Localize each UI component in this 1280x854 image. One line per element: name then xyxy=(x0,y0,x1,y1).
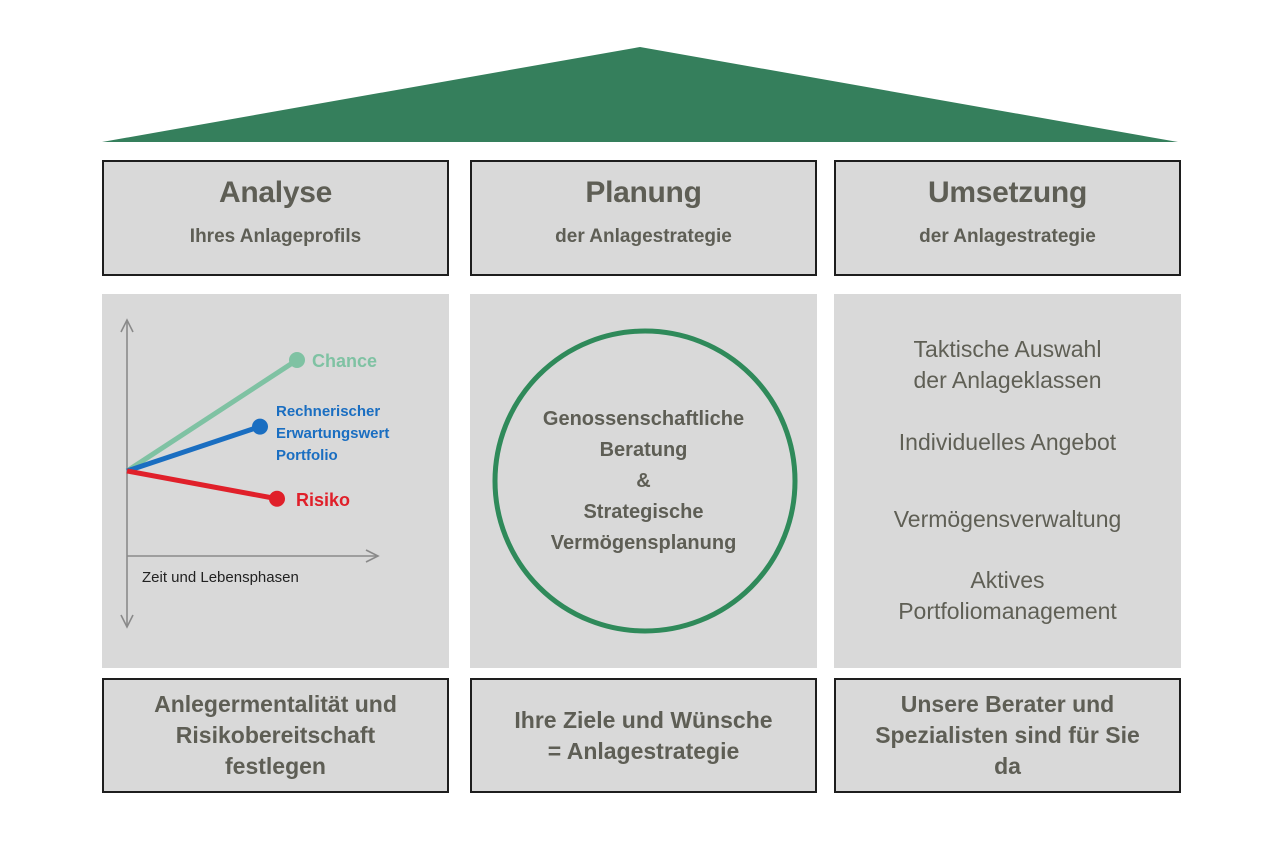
footer-line: festlegen xyxy=(225,753,326,779)
circle-line: Beratung xyxy=(599,438,688,461)
header-subtitle: der Anlagestrategie xyxy=(555,226,732,247)
header-box-planung: Planung der Anlagestrategie xyxy=(470,160,817,276)
footer-box-analyse: Anlegermentalität und Risikobereitschaft… xyxy=(102,678,449,793)
y-axis-arrow-top xyxy=(120,318,134,333)
footer-box-planung: Ihre Ziele und Wünsche = Anlagestrategie xyxy=(470,678,817,793)
header-title: Umsetzung xyxy=(928,176,1087,209)
series-line-chance xyxy=(125,357,299,474)
circle-ring xyxy=(492,328,798,634)
footer-line: Ihre Ziele und Wünsche xyxy=(514,706,773,733)
header-title: Planung xyxy=(585,176,702,209)
footer-line: Anlegermentalität und xyxy=(154,691,397,717)
list-item: Vermögensverwaltung xyxy=(893,506,1122,532)
series-label-line: Risiko xyxy=(296,490,350,510)
footer-line: Unsere Berater und xyxy=(900,691,1115,717)
risk-chance-chart: Zeit und Lebensphasen Chance Rechnerisch… xyxy=(120,318,394,629)
list-item: Taktische Auswahl xyxy=(913,336,1102,362)
footer-line: = Anlagestrategie xyxy=(547,737,740,764)
list-item: der Anlageklassen xyxy=(913,367,1102,393)
header-box-umsetzung: Umsetzung der Anlagestrategie xyxy=(834,160,1181,276)
circle-line: Genossenschaftliche xyxy=(542,407,745,430)
series-endpoint-risk xyxy=(269,490,285,507)
series-label-risk: Risiko xyxy=(296,490,350,510)
series-line-risk xyxy=(126,468,278,502)
analysis-chart-panel: Zeit und Lebensphasen Chance Rechnerisch… xyxy=(102,294,449,668)
circle-line: Strategische xyxy=(583,500,704,523)
series-label-line: Erwartungswert xyxy=(276,425,389,442)
footer-line: Risikobereitschaft xyxy=(175,722,376,748)
series-label-expected: Rechnerischer Erwartungswert Portfolio xyxy=(276,403,394,464)
header-subtitle: Ihres Anlageprofils xyxy=(189,226,362,247)
series-endpoint-chance xyxy=(289,352,305,368)
circle-line: & xyxy=(636,469,651,492)
roof-triangle xyxy=(102,47,1178,142)
planning-circle xyxy=(492,328,798,634)
circle-text: Genossenschaftliche Beratung & Strategis… xyxy=(470,294,817,668)
footer-line: da xyxy=(994,753,1021,779)
header-box-analyse: Analyse Ihres Anlageprofils xyxy=(102,160,449,276)
list-item: Individuelles Angebot xyxy=(898,429,1117,455)
implementation-panel: Taktische Auswahl der Anlageklassen Indi… xyxy=(834,294,1181,668)
list-item: Aktives xyxy=(970,567,1045,593)
circle-line: Vermögensplanung xyxy=(550,531,737,554)
x-axis-arrow xyxy=(365,549,380,563)
header-title: Analyse xyxy=(219,176,332,209)
y-axis-arrow-bottom xyxy=(120,614,134,629)
footer-line: Spezialisten sind für Sie xyxy=(875,722,1140,748)
planning-panel: Genossenschaftliche Beratung & Strategis… xyxy=(470,294,817,668)
x-axis-label: Zeit und Lebensphasen xyxy=(142,569,299,586)
series-label-line: Portfolio xyxy=(276,447,338,464)
series-line-expected xyxy=(126,424,261,474)
series-label-line: Rechnerischer xyxy=(276,403,380,420)
series-endpoint-expected xyxy=(252,418,268,435)
series-label-chance: Chance xyxy=(312,351,377,371)
header-subtitle: der Anlagestrategie xyxy=(919,226,1096,247)
footer-box-umsetzung: Unsere Berater und Spezialisten sind für… xyxy=(834,678,1181,793)
list-item: Portfoliomanagement xyxy=(898,598,1117,624)
roof-shape xyxy=(102,47,1178,142)
series-label-line: Chance xyxy=(312,351,377,371)
